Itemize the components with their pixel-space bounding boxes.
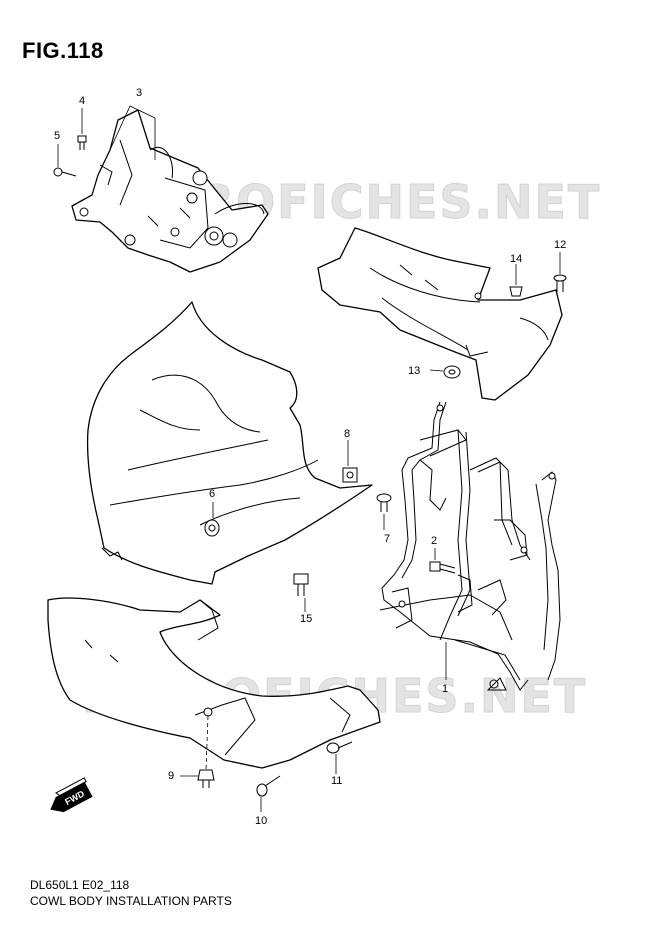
- part-1-frame: [379, 401, 561, 691]
- callout-4: 4: [79, 95, 85, 107]
- callout-10: 10: [255, 815, 267, 827]
- callout-1: 1: [442, 683, 448, 695]
- part-2-bolt: [429, 561, 456, 574]
- part-7-screw: [376, 493, 392, 512]
- part-13-grommet: [443, 365, 461, 379]
- part-5-screw: [53, 167, 77, 177]
- part-15-bolt: [293, 573, 309, 596]
- callout-15: 15: [300, 613, 312, 625]
- figure-caption: COWL BODY INSTALLATION PARTS: [30, 894, 232, 908]
- part-6-grommet: [204, 519, 220, 537]
- part-4-bolt: [77, 135, 87, 150]
- callout-13: 13: [408, 365, 420, 377]
- part-9-clip: [197, 769, 215, 788]
- callout-11: 11: [331, 775, 342, 787]
- callout-2: 2: [431, 535, 437, 547]
- inner-cowl-panel: [317, 227, 563, 401]
- model-code: DL650L1 E02_118: [30, 878, 130, 892]
- callout-3: 3: [136, 87, 142, 99]
- callout-7: 7: [384, 533, 390, 545]
- figure-title: FIG.118: [22, 38, 104, 63]
- main-cowl-body: [86, 301, 373, 585]
- callout-9: 9: [168, 770, 174, 782]
- part-14-clip: [509, 286, 523, 297]
- part-12-screw: [553, 274, 567, 292]
- part-10-screw: [256, 775, 281, 797]
- callout-6: 6: [209, 488, 215, 500]
- callout-12: 12: [554, 239, 566, 251]
- callout-5: 5: [54, 130, 60, 142]
- fwd-direction-badge: FWD: [50, 777, 93, 813]
- callout-14: 14: [510, 253, 522, 265]
- part-8-nut-clip: [342, 467, 358, 483]
- part-11-screw: [326, 741, 353, 754]
- callout-8: 8: [344, 428, 350, 440]
- part-3-bracket: [71, 109, 269, 273]
